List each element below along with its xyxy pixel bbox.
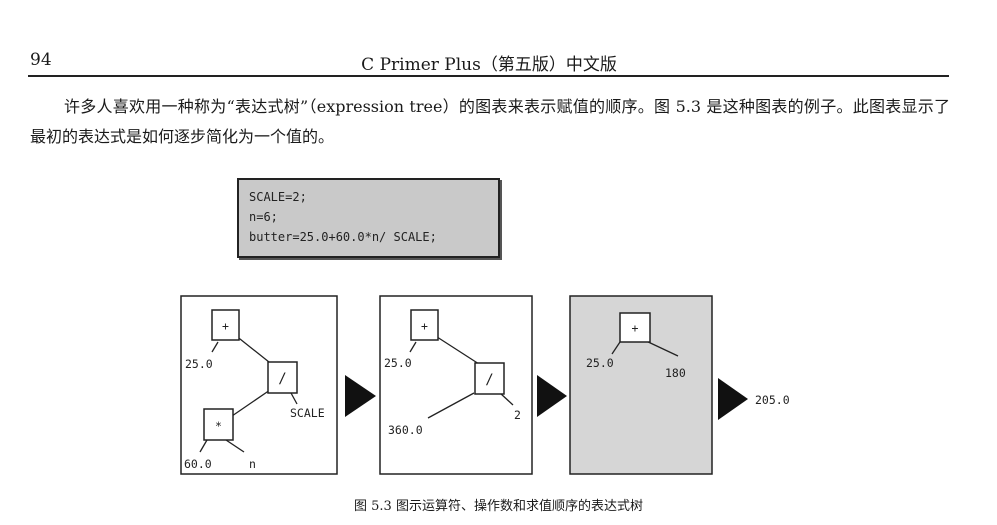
operator-node-box	[410, 309, 439, 341]
code-block: SCALE=2; n=6; butter=25.0+60.0*n/ SCALE;	[237, 178, 500, 258]
operator-node-box	[203, 408, 234, 441]
p2-operand-360: 360.0	[388, 423, 423, 437]
header-rule	[28, 75, 949, 77]
p1-operand-n: n	[249, 457, 256, 471]
panel-1-edge	[290, 392, 298, 405]
code-line-1: SCALE=2;	[249, 190, 307, 204]
p1-operand-60: 60.0	[184, 457, 212, 471]
p1-plus-operator: +	[222, 319, 229, 333]
p3-operand-180: 180	[665, 366, 686, 380]
p1-operand-25: 25.0	[185, 357, 213, 371]
code-line-3: butter=25.0+60.0*n/ SCALE;	[249, 230, 437, 244]
p1-operand-scale: SCALE	[290, 406, 325, 420]
page-header: 94 C Primer Plus（第五版）中文版	[30, 50, 948, 75]
operator-node-box	[474, 362, 505, 395]
panel-2-edge	[427, 392, 475, 419]
body-paragraph: 许多人喜欢用一种称为“表达式树”（expression tree）的图表来表示赋…	[30, 97, 950, 146]
p2-operand-25: 25.0	[384, 356, 412, 370]
panel-2-edge	[409, 341, 417, 353]
panel-1-frame	[180, 295, 338, 475]
arrow-3	[718, 378, 748, 420]
p1-multiply-operator: *	[215, 419, 222, 433]
operator-node-box	[267, 361, 298, 394]
p2-plus-operator: +	[421, 319, 428, 333]
arrow-2	[537, 375, 567, 417]
code-line-2: n=6;	[249, 210, 278, 224]
panel-1-edge	[231, 389, 271, 417]
page-number: 94	[30, 50, 52, 70]
panel-1-edge	[211, 341, 219, 353]
p2-divide-operator: /	[485, 372, 493, 388]
running-title: C Primer Plus（第五版）中文版	[361, 55, 617, 75]
p3-plus-operator: +	[632, 321, 639, 335]
p1-divide-operator: /	[278, 371, 286, 387]
panel-1-edge	[225, 439, 245, 453]
panel-1-edge	[199, 439, 208, 453]
panel-3-edge	[611, 341, 621, 355]
panel-2-edge	[433, 334, 480, 365]
p2-operand-2: 2	[514, 408, 521, 422]
panel-2-edge	[499, 392, 514, 406]
final-result-value: 205.0	[755, 393, 790, 407]
panel-1-edge	[234, 334, 275, 367]
figure-caption: 图 5.3 图示运算符、操作数和求值顺序的表达式树	[354, 499, 643, 514]
arrow-1	[345, 375, 376, 417]
operator-node-box	[211, 309, 240, 341]
panel-2-frame	[379, 295, 533, 475]
operator-node-box	[619, 312, 651, 343]
p3-operand-25: 25.0	[586, 356, 614, 370]
